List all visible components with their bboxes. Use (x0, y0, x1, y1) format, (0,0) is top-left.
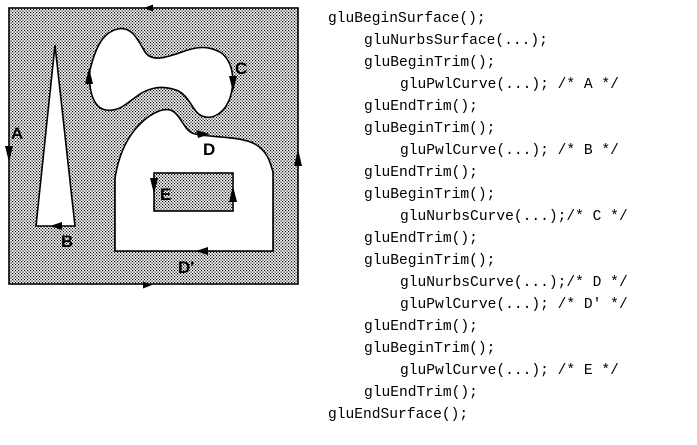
code-line: gluBeginTrim(); (364, 253, 496, 269)
arrow-d (196, 130, 210, 138)
code-line: gluEndTrim(); (364, 319, 478, 335)
arrow-b (50, 222, 62, 230)
code-line: gluPwlCurve(...); /* A */ (400, 77, 619, 93)
code-line: gluBeginTrim(); (364, 187, 496, 203)
code-line: gluNurbsCurve(...);/* C */ (400, 209, 628, 225)
arrow-e-left (150, 178, 158, 194)
label-d-prime: D' (178, 258, 194, 277)
code-line: gluBeginTrim(); (364, 55, 496, 71)
arrow-c-left (85, 68, 93, 84)
arrow-d-prime (196, 247, 208, 255)
code-line: gluPwlCurve(...); /* B */ (400, 143, 619, 159)
code-line: gluEndTrim(); (364, 165, 478, 181)
arrow-e-right (229, 186, 237, 202)
trimmed-surface-region (9, 8, 298, 284)
code-line: gluBeginSurface(); (328, 11, 486, 27)
arrow-a-top (144, 4, 153, 12)
code-line: gluBeginTrim(); (364, 121, 496, 137)
arrow-a-left (5, 146, 13, 162)
code-line: gluEndSurface(); (328, 407, 469, 423)
arrow-a-right (294, 149, 302, 166)
arrow-c-right (229, 76, 237, 92)
direction-arrows (5, 4, 302, 289)
code-line: gluEndTrim(); (364, 99, 478, 115)
code-line: gluBeginTrim(); (364, 341, 496, 357)
curve-e-rectangle (153, 172, 234, 212)
code-line: gluNurbsCurve(...);/* D */ (400, 275, 628, 291)
code-listing: gluBeginSurface(); gluNurbsSurface(...); g… (328, 8, 628, 426)
trim-curves-diagram: A B C D D' E (5, 4, 302, 289)
label-a: A (11, 124, 23, 143)
label-c: C (235, 59, 247, 78)
label-e: E (160, 185, 171, 204)
code-line: gluPwlCurve(...); /* E */ (400, 363, 619, 379)
curve-c-blob (88, 27, 234, 118)
code-line: gluEndTrim(); (364, 231, 478, 247)
arrow-a-bottom (143, 281, 152, 289)
code-line: gluNurbsSurface(...); (364, 33, 548, 49)
label-b: B (61, 232, 73, 251)
code-line: gluPwlCurve(...); /* D' */ (400, 297, 628, 313)
code-line: gluEndTrim(); (364, 385, 478, 401)
label-d: D (203, 140, 215, 159)
